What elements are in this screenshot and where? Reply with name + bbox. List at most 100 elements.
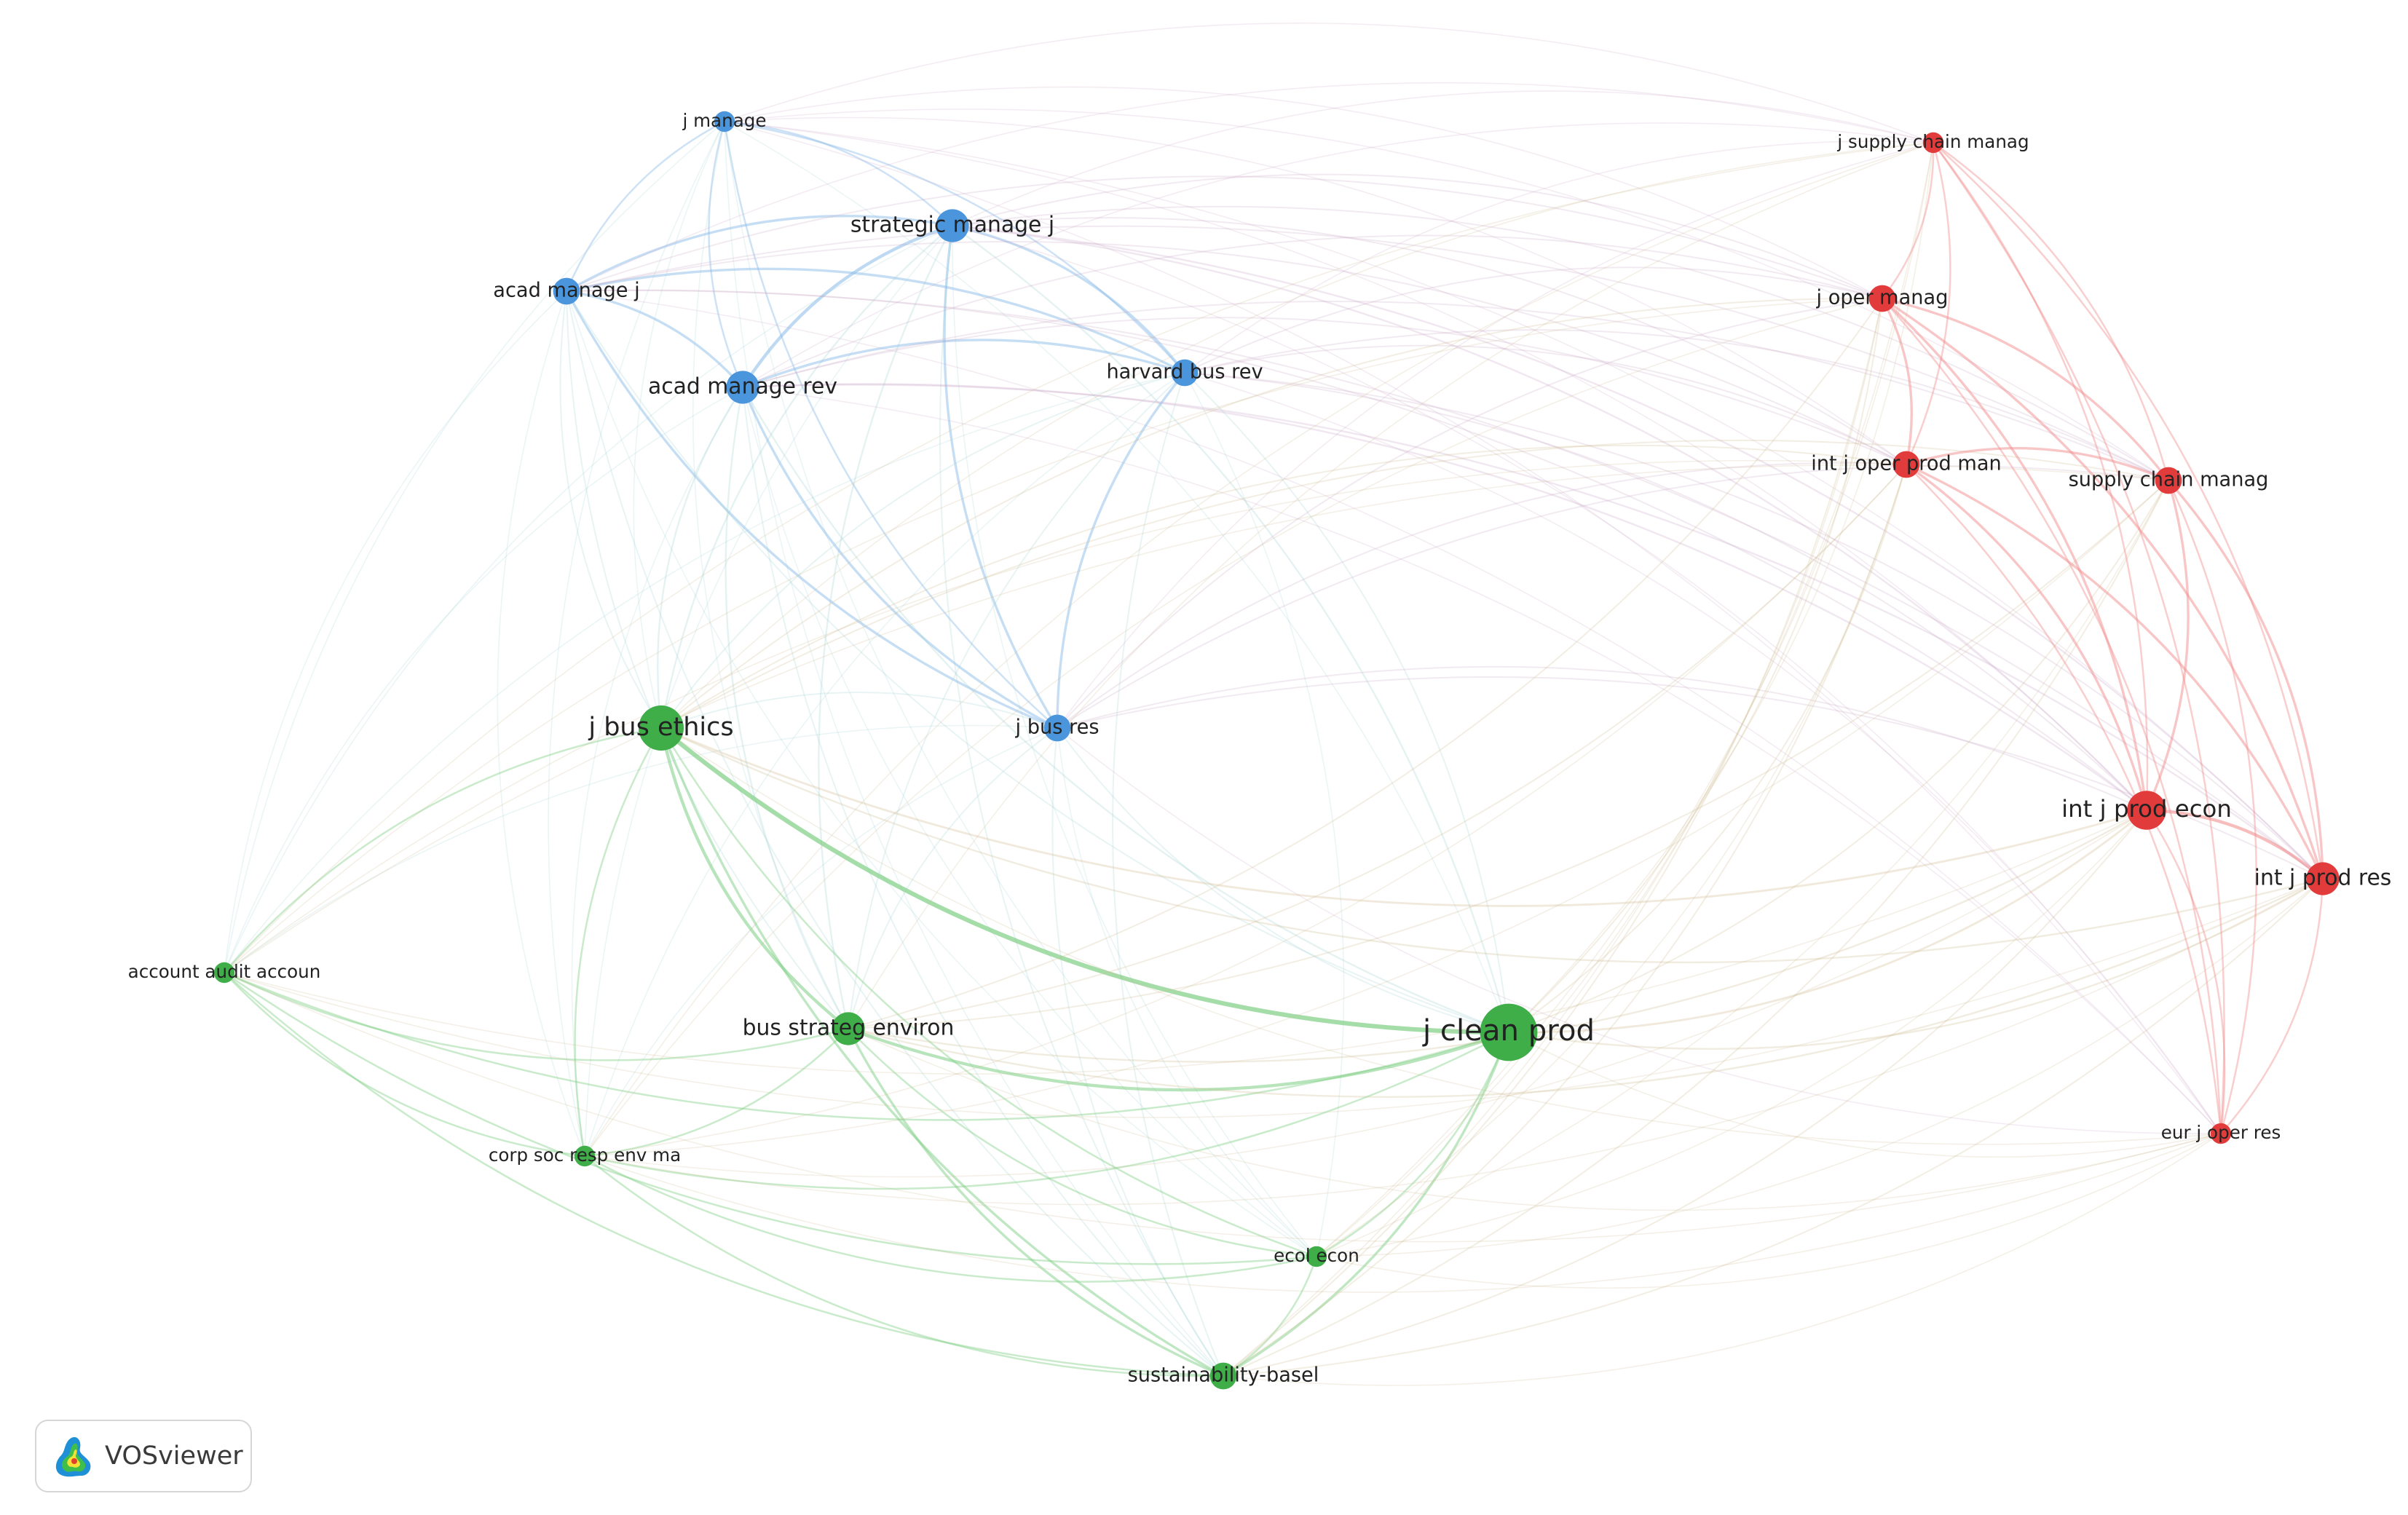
edge-j-manage--int-j-oper-prod-man	[724, 116, 1907, 465]
edge-j-bus-ethics--j-clean-prod	[660, 726, 1509, 1035]
edge-harvard-bus-rev--j-oper-manag	[1184, 266, 1883, 373]
node-sustainability-basel[interactable]	[1209, 1362, 1237, 1390]
edge-acad-manage-j--bus-strateg-environ	[566, 290, 849, 1029]
edge-j-bus-ethics--j-oper-manag	[660, 297, 1883, 729]
edge-account-audit-accoun--ecol-econ	[224, 971, 1317, 1265]
node-corp-soc-resp-env-ma[interactable]	[574, 1145, 596, 1167]
edge-supply-chain-manag--int-j-prod-res	[2167, 479, 2324, 879]
edge-acad-manage-rev--int-j-prod-res	[742, 384, 2324, 879]
node-supply-chain-manag[interactable]	[2155, 467, 2182, 494]
edge-j-clean-prod--eur-j-oper-res	[1508, 1032, 2222, 1158]
edge-int-j-oper-prod-man--eur-j-oper-res	[1906, 464, 2222, 1134]
edge-acad-manage-j--ecol-econ	[566, 290, 1317, 1257]
node-label-harvard-bus-rev: harvard bus rev	[1106, 361, 1263, 384]
edge-j-bus-res--int-j-oper-prod-man	[1057, 462, 1907, 729]
node-int-j-prod-res[interactable]	[2306, 862, 2340, 895]
edge-harvard-bus-rev--j-bus-res	[1056, 371, 1186, 729]
edge-strategic-manage-j--int-j-prod-res	[952, 224, 2324, 879]
edge-j-manage--int-j-prod-econ	[724, 121, 2147, 811]
edge-j-bus-ethics--sustainability-basel	[660, 727, 1224, 1377]
edge-sustainability-basel--supply-chain-manag	[1223, 480, 2169, 1377]
edge-acad-manage-rev--int-j-oper-prod-man	[742, 317, 1907, 465]
node-acad-manage-j[interactable]	[553, 277, 580, 305]
node-label-j-bus-res: j bus res	[1015, 716, 1100, 739]
edge-strategic-manage-j--j-clean-prod	[952, 225, 1510, 1033]
edge-strategic-manage-j--j-bus-ethics	[660, 225, 953, 729]
edge-j-oper-manag--int-j-oper-prod-man	[1881, 298, 1914, 465]
node-j-bus-res[interactable]	[1043, 714, 1071, 742]
edge-corp-soc-resp-env-ma--int-j-prod-res	[584, 878, 2324, 1206]
edge-j-manage--int-j-prod-res	[724, 121, 2324, 879]
edge-harvard-bus-rev--int-j-prod-res	[1184, 372, 2324, 879]
edge-j-bus-res--account-audit-accoun	[224, 724, 1058, 973]
edge-j-oper-manag--eur-j-oper-res	[1882, 298, 2222, 1134]
edge-j-manage--eur-j-oper-res	[724, 121, 2222, 1134]
node-label-j-oper-manag: j oper manag	[1816, 287, 1949, 309]
edge-j-bus-ethics--ecol-econ	[660, 727, 1317, 1258]
node-acad-manage-rev[interactable]	[726, 371, 759, 404]
edge-acad-manage-rev--j-bus-res	[741, 387, 1058, 729]
edge-acad-manage-rev--sustainability-basel	[742, 387, 1224, 1377]
edge-corp-soc-resp-env-ma--eur-j-oper-res	[584, 1133, 2222, 1293]
edge-j-bus-res--int-j-prod-econ	[1057, 665, 2147, 811]
edge-strategic-manage-j--j-supply-chain-manag	[952, 90, 1934, 226]
edge-acad-manage-j--j-clean-prod	[566, 290, 1509, 1033]
node-bus-strateg-environ[interactable]	[832, 1012, 865, 1045]
edge-harvard-bus-rev--ecol-econ	[1184, 372, 1345, 1257]
node-j-manage[interactable]	[714, 111, 735, 132]
edge-j-clean-prod--int-j-oper-prod-man	[1508, 464, 1907, 1033]
edge-acad-manage-j--j-oper-manag	[566, 175, 1883, 299]
edge-ecol-econ--sustainability-basel	[1223, 1256, 1318, 1377]
edge-ecol-econ--int-j-prod-econ	[1316, 810, 2147, 1257]
node-int-j-prod-econ[interactable]	[2127, 791, 2166, 830]
edge-sustainability-basel--eur-j-oper-res	[1223, 1133, 2222, 1386]
edge-bus-strateg-environ--j-oper-manag	[848, 298, 1883, 1029]
edge-acad-manage-rev--j-oper-manag	[742, 234, 1883, 388]
edge-bus-strateg-environ--int-j-oper-prod-man	[848, 464, 1907, 1029]
node-account-audit-accoun[interactable]	[213, 962, 235, 984]
node-int-j-oper-prod-man[interactable]	[1892, 451, 1920, 478]
edge-strategic-manage-j--acad-manage-rev	[741, 224, 953, 389]
edge-acad-manage-rev--int-j-prod-econ	[742, 383, 2147, 811]
edge-j-bus-ethics--int-j-prod-res	[660, 727, 2324, 964]
edge-j-manage--corp-soc-resp-env-ma	[548, 121, 725, 1157]
node-j-oper-manag[interactable]	[1868, 285, 1896, 312]
edge-j-supply-chain-manag--int-j-prod-res	[1933, 142, 2324, 879]
node-strategic-manage-j[interactable]	[936, 209, 969, 242]
node-eur-j-oper-res[interactable]	[2210, 1123, 2232, 1144]
edge-acad-manage-rev--j-clean-prod	[741, 387, 1509, 1034]
edge-j-bus-ethics--j-supply-chain-manag	[660, 142, 1934, 729]
edge-j-bus-ethics--int-j-oper-prod-man	[660, 444, 1907, 729]
edge-harvard-bus-rev--int-j-prod-econ	[1184, 372, 2147, 811]
edge-harvard-bus-rev--j-clean-prod	[1184, 372, 1509, 1033]
node-harvard-bus-rev[interactable]	[1171, 359, 1199, 387]
edge-bus-strateg-environ--corp-soc-resp-env-ma	[584, 1028, 849, 1158]
edge-account-audit-accoun--int-j-prod-res	[224, 878, 2324, 1118]
node-j-bus-ethics[interactable]	[639, 705, 684, 751]
edge-acad-manage-rev--supply-chain-manag	[742, 300, 2169, 481]
edge-bus-strateg-environ--supply-chain-manag	[848, 480, 2169, 1029]
edge-j-clean-prod--sustainability-basel	[1223, 1032, 1510, 1377]
edge-harvard-bus-rev--j-supply-chain-manag	[1184, 141, 1934, 373]
edge-j-clean-prod--int-j-prod-econ	[1508, 809, 2147, 1034]
edge-j-bus-res--j-supply-chain-manag	[1057, 142, 1934, 729]
node-j-supply-chain-manag[interactable]	[1922, 132, 1944, 154]
edge-j-bus-ethics--int-j-prod-econ	[660, 727, 2147, 907]
edge-acad-manage-j--j-bus-ethics	[559, 290, 662, 729]
edge-j-bus-res--ecol-econ	[1057, 727, 1317, 1257]
edge-acad-manage-j--int-j-prod-res	[566, 289, 2324, 879]
node-j-clean-prod[interactable]	[1480, 1003, 1538, 1061]
edges-layer	[224, 22, 2324, 1386]
edge-j-manage--strategic-manage-j	[724, 120, 953, 226]
edge-int-j-oper-prod-man--supply-chain-manag	[1906, 446, 2169, 482]
edge-account-audit-accoun--j-oper-manag	[224, 298, 1883, 973]
edge-j-manage--j-clean-prod	[724, 121, 1509, 1033]
edge-acad-manage-j--harvard-bus-rev	[566, 267, 1185, 374]
node-ecol-econ[interactable]	[1306, 1246, 1327, 1267]
edge-j-clean-prod--corp-soc-resp-env-ma	[584, 1031, 1509, 1190]
edge-strategic-manage-j--corp-soc-resp-env-ma	[584, 225, 953, 1157]
edge-j-bus-res--j-clean-prod	[1057, 727, 1509, 1033]
edge-j-bus-res--sustainability-basel	[1051, 727, 1224, 1377]
edge-sustainability-basel--int-j-oper-prod-man	[1223, 464, 1907, 1377]
edge-j-bus-res--eur-j-oper-res	[1057, 727, 2222, 1134]
